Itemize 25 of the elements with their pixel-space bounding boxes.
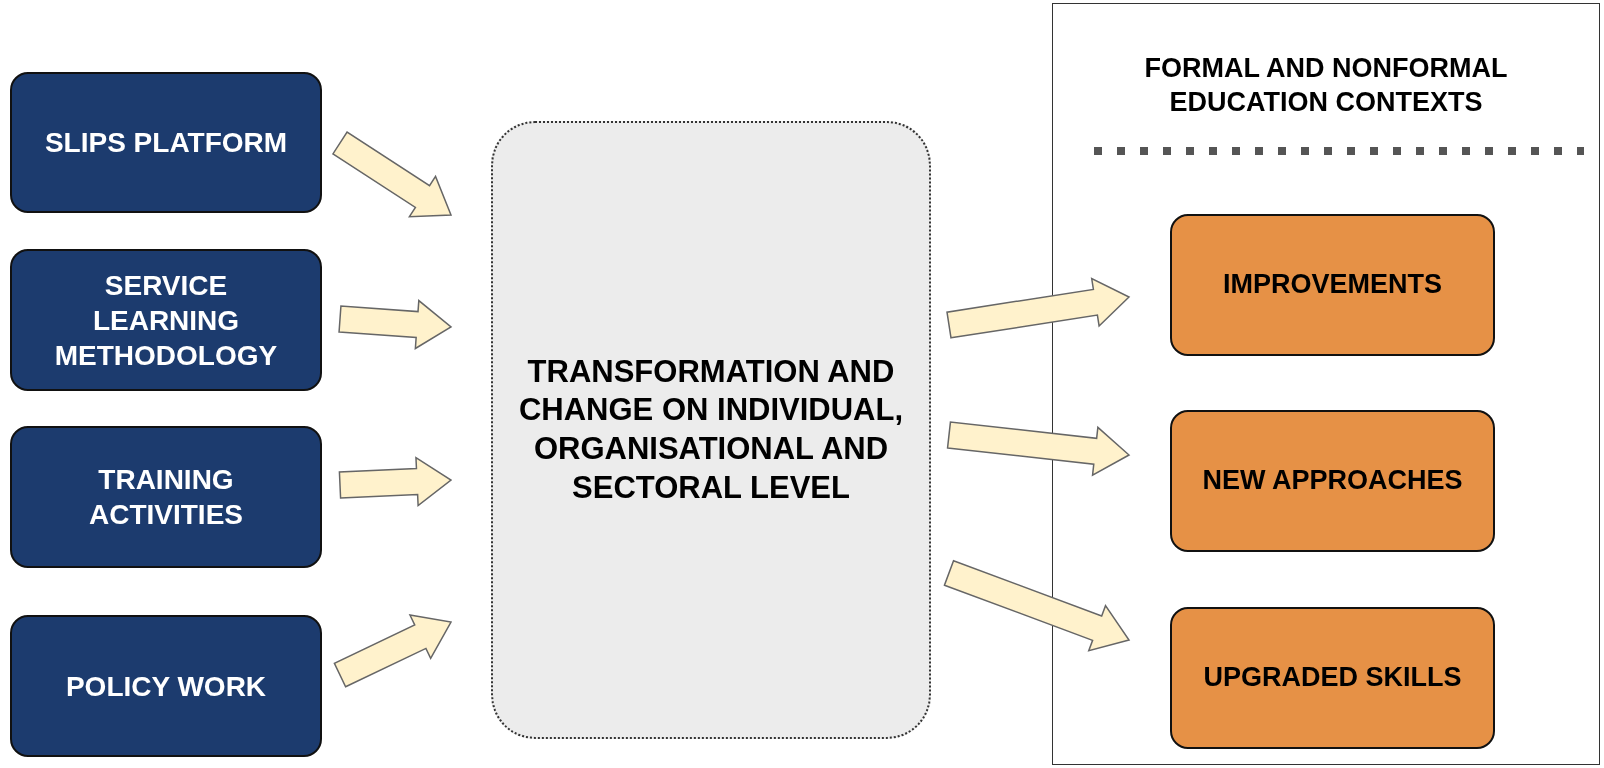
box-label: POLICY WORK xyxy=(65,669,267,704)
outcome-box xyxy=(491,121,931,739)
block-arrow xyxy=(946,277,1131,339)
result-box xyxy=(1170,607,1495,749)
box-label: IMPROVEMENTS xyxy=(1223,268,1442,302)
box-label: UPGRADED SKILLS xyxy=(1203,661,1462,695)
input-box xyxy=(10,615,322,757)
box-label: NEW APPROACHES xyxy=(1202,464,1463,498)
input-box xyxy=(10,249,322,391)
context-panel xyxy=(1052,3,1600,765)
input-box xyxy=(10,72,322,213)
input-box xyxy=(10,426,322,568)
box-label: TRANSFORMATION AND CHANGE ON INDIVIDUAL, ORGANISATIONAL AND SECTORAL LEVEL xyxy=(517,352,905,507)
block-arrow xyxy=(333,614,453,688)
result-box xyxy=(1170,214,1495,356)
panel-heading: FORMAL AND NONFORMAL EDUCATION CONTEXTS xyxy=(1143,52,1509,119)
box-label: SLIPS PLATFORM xyxy=(44,126,288,160)
box-label: TRAINING ACTIVITIES xyxy=(88,463,244,532)
block-arrow xyxy=(946,421,1131,477)
box-label: SERVICE LEARNING METHODOLOGY xyxy=(53,268,279,373)
result-box xyxy=(1170,410,1495,552)
block-arrow xyxy=(331,131,453,218)
block-arrow xyxy=(338,299,453,350)
block-arrow xyxy=(338,456,453,507)
block-arrow xyxy=(943,559,1131,652)
